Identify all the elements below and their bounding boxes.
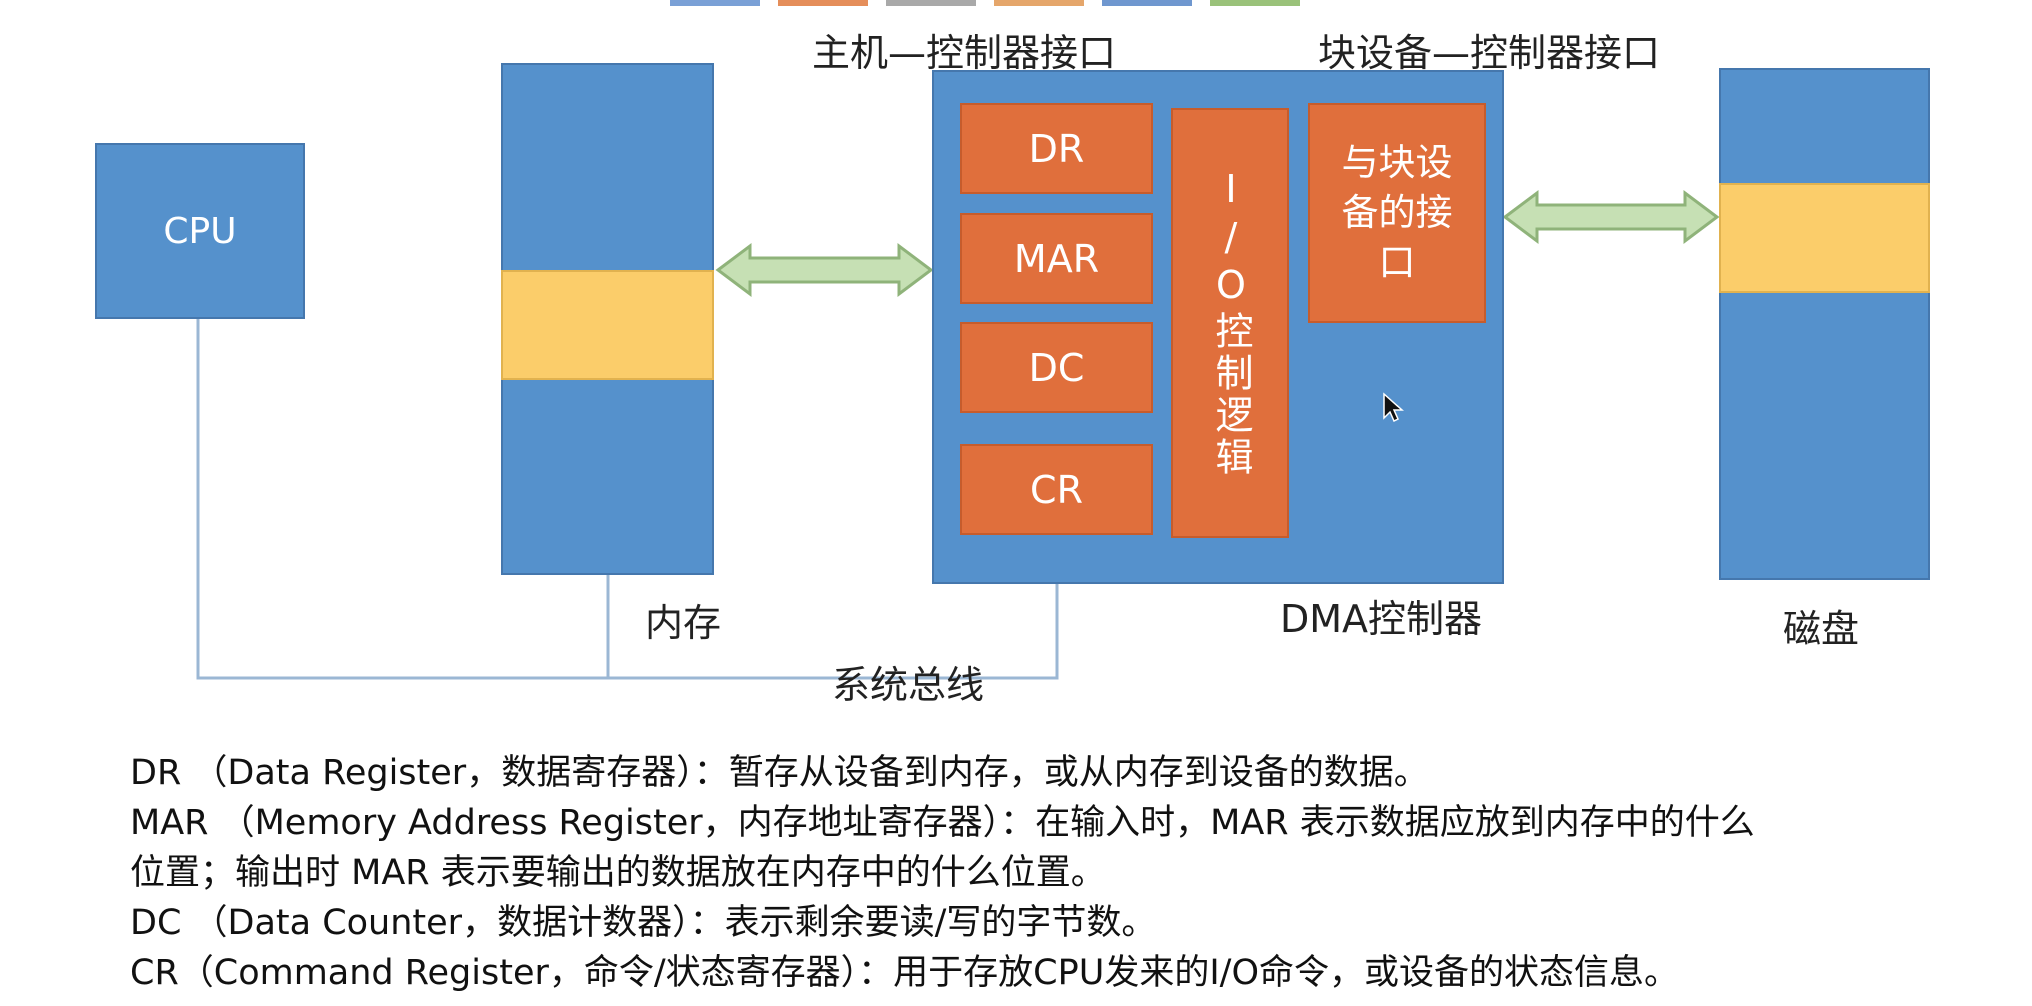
system-bus-line bbox=[196, 318, 1059, 680]
cpu-label: CPU bbox=[163, 210, 237, 252]
device-interface: 与块设备的接口 bbox=[1308, 103, 1486, 323]
register-dr-label: DR bbox=[1028, 126, 1085, 171]
register-cr: CR bbox=[960, 444, 1153, 535]
block-device-interface-caption: 块设备—控制器接口 bbox=[1318, 31, 1661, 75]
dma-disk-arrow bbox=[1502, 190, 1720, 244]
note-mar: MAR （Memory Address Register，内存地址寄存器）：在输… bbox=[130, 803, 1755, 843]
register-dc-label: DC bbox=[1028, 345, 1085, 390]
mouse-cursor-icon bbox=[1383, 392, 1404, 423]
dma-caption: DMA控制器 bbox=[1280, 597, 1483, 641]
io-control-logic-label: I/O控制逻辑 bbox=[1208, 167, 1253, 479]
note-mar-continued: 位置；输出时 MAR 表示要输出的数据放在内存中的什么位置。 bbox=[130, 853, 1106, 893]
disk-highlight-block bbox=[1719, 183, 1930, 293]
register-mar: MAR bbox=[960, 213, 1153, 304]
host-controller-interface-caption: 主机—控制器接口 bbox=[812, 31, 1117, 75]
register-notes: DR （Data Register，数据寄存器）：暂存从设备到内存，或从内存到设… bbox=[130, 748, 2010, 998]
io-control-logic: I/O控制逻辑 bbox=[1171, 108, 1289, 538]
note-dc: DC （Data Counter，数据计数器）：表示剩余要读/写的字节数。 bbox=[130, 903, 1157, 943]
memory-highlight-block bbox=[501, 270, 714, 380]
disk-box bbox=[1719, 68, 1930, 580]
cpu-box: CPU bbox=[95, 143, 305, 319]
memory-caption: 内存 bbox=[645, 601, 722, 645]
disk-caption: 磁盘 bbox=[1783, 607, 1860, 651]
top-color-strip bbox=[670, 0, 1300, 6]
system-bus-caption: 系统总线 bbox=[832, 663, 985, 707]
note-dr: DR （Data Register，数据寄存器）：暂存从设备到内存，或从内存到设… bbox=[130, 753, 1429, 793]
memory-dma-arrow bbox=[715, 243, 934, 297]
note-cr: CR（Command Register，命令/状态寄存器）：用于存放CPU发来的… bbox=[130, 953, 1679, 993]
register-mar-label: MAR bbox=[1013, 236, 1100, 281]
device-interface-label: 与块设备的接口 bbox=[1341, 141, 1453, 284]
register-dc: DC bbox=[960, 322, 1153, 413]
register-dr: DR bbox=[960, 103, 1153, 194]
register-cr-label: CR bbox=[1030, 467, 1083, 512]
